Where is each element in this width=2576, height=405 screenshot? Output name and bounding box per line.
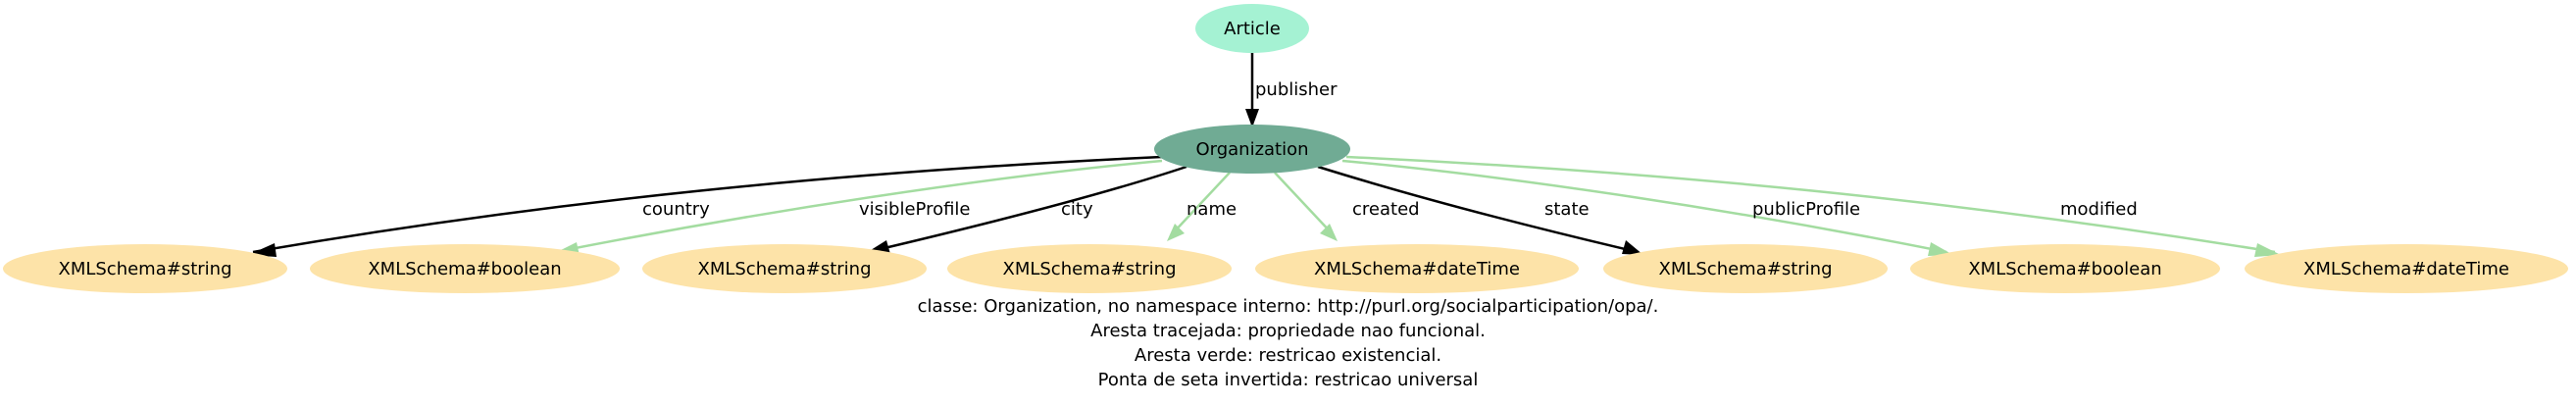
edge-labels: publisher country visibleProfile city na… — [642, 79, 2138, 220]
node-organization-label: Organization — [1195, 139, 1308, 160]
literal-node-label: XMLSchema#dateTime — [2303, 259, 2509, 279]
edge-label-visibleprofile: visibleProfile — [859, 199, 971, 220]
literal-node-shape — [947, 244, 1232, 293]
literal-node-label: XMLSchema#string — [58, 259, 231, 279]
caption-line: Aresta verde: restricao existencial. — [1134, 345, 1442, 366]
literal-node-label: XMLSchema#string — [1658, 259, 1832, 279]
node-organization-shape — [1154, 125, 1350, 174]
literal-node-label: XMLSchema#boolean — [1968, 259, 2161, 279]
edge-label-city: city — [1061, 199, 1093, 220]
arrowhead-publisher — [1245, 109, 1259, 127]
edge-label-publicprofile: publicProfile — [1752, 199, 1860, 220]
edge-publicprofile — [1341, 159, 1947, 254]
literal-node-label: XMLSchema#boolean — [368, 259, 561, 279]
edge-country — [252, 155, 1163, 254]
literal-node-label: XMLSchema#string — [697, 259, 871, 279]
literal-node-shape — [310, 244, 620, 293]
node-article: Article — [1195, 4, 1309, 53]
arrowhead-name — [1167, 224, 1185, 241]
literal-node-shape — [1603, 244, 1888, 293]
edge-visibleprofile — [554, 159, 1163, 254]
edge-label-created: created — [1352, 199, 1420, 220]
edge-label-state: state — [1544, 199, 1590, 220]
edge-label-modified: modified — [2060, 199, 2138, 220]
node-article-label: Article — [1224, 19, 1281, 39]
literal-node-label: XMLSchema#string — [1002, 259, 1176, 279]
literal-node-label: XMLSchema#dateTime — [1314, 259, 1520, 279]
edge-created — [1274, 172, 1335, 236]
literal-node-shape — [2245, 244, 2568, 293]
graph-caption: classe: Organization, no namespace inter… — [0, 294, 2576, 392]
literal-node-shape — [1255, 244, 1579, 293]
literal-node-shape — [3, 244, 287, 293]
edge-modified — [1345, 155, 2276, 254]
node-article-shape — [1195, 4, 1309, 53]
literal-node-shape — [642, 244, 927, 293]
literal-nodes: XMLSchema#string XMLSchema#boolean XMLSc… — [3, 244, 2568, 293]
edge-name — [1170, 172, 1231, 236]
edge-label-country: country — [642, 199, 710, 220]
arrowhead-created — [1320, 224, 1338, 241]
arrowhead-publicprofile — [1928, 242, 1953, 256]
edges — [252, 53, 2276, 254]
edge-state — [1317, 165, 1639, 254]
arrowhead-modified — [2254, 243, 2281, 257]
edge-label-name: name — [1187, 199, 1237, 220]
caption-line: Ponta de seta invertida: restricao unive… — [1097, 370, 1479, 390]
node-organization: Organization — [1154, 125, 1350, 174]
edge-label-publisher: publisher — [1255, 79, 1338, 100]
caption-line: Aresta tracejada: propriedade nao funcio… — [1090, 321, 1486, 341]
caption-line: classe: Organization, no namespace inter… — [917, 296, 1659, 317]
literal-node-shape — [1910, 244, 2220, 293]
arrowhead-state — [1622, 240, 1643, 255]
edge-city — [867, 165, 1187, 254]
